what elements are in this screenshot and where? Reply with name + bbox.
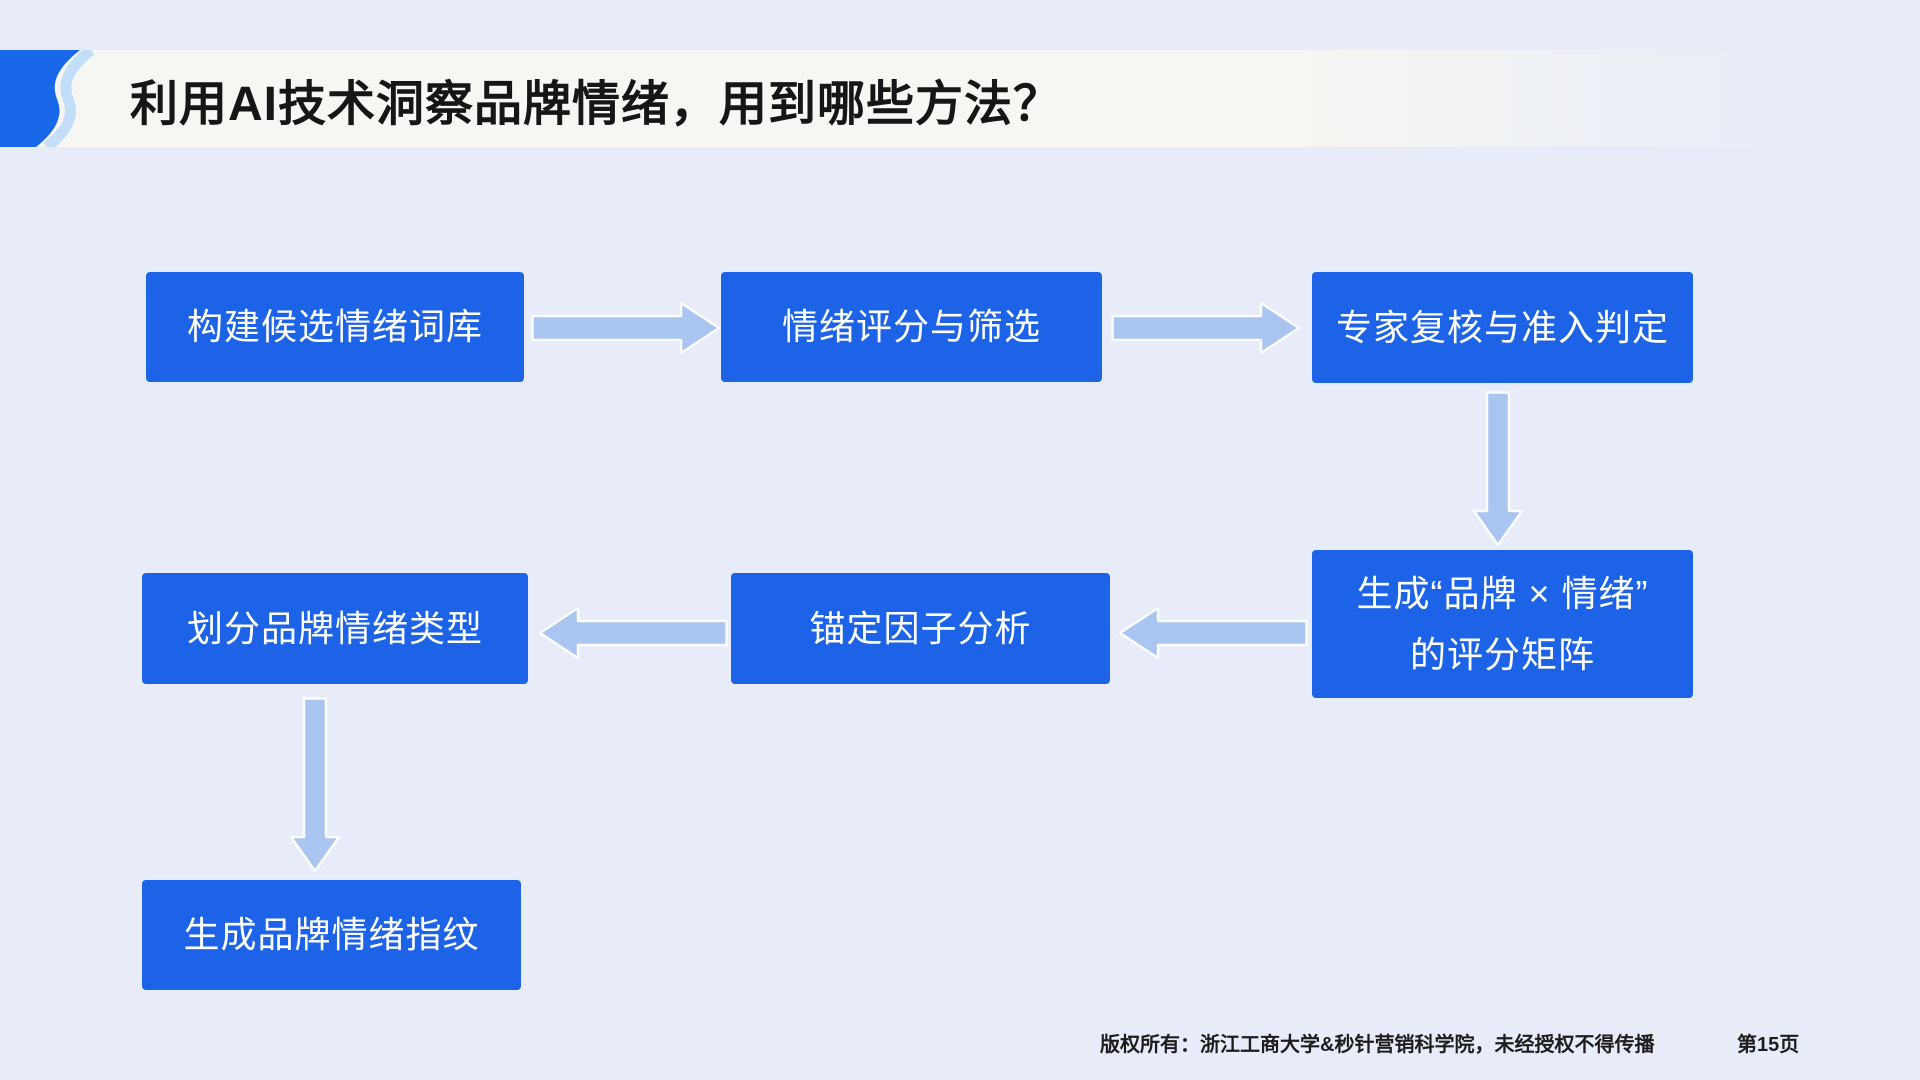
arrow-down-icon bbox=[1472, 391, 1524, 547]
flow-node-label: 锚定因子分析 bbox=[809, 607, 1032, 649]
arrow-down-icon bbox=[289, 697, 341, 873]
flow-node-label: 的评分矩阵 bbox=[1409, 634, 1595, 675]
flow-node-brand-emotion-fingerprint: 生成品牌情绪指纹 bbox=[142, 880, 521, 990]
flow-node-label: 生成“品牌 × 情绪” bbox=[1356, 572, 1649, 614]
copyright-text: 版权所有：浙江工商大学&秒针营销科学院，未经授权不得传播 bbox=[1100, 1034, 1655, 1056]
arrow-left-icon bbox=[538, 606, 728, 660]
arrow-right-icon bbox=[1111, 301, 1301, 355]
flow-node-label: 情绪评分与筛选 bbox=[781, 306, 1041, 348]
flow-node-label: 划分品牌情绪类型 bbox=[186, 607, 483, 649]
flow-node-anchor-factor-analysis: 锚定因子分析 bbox=[731, 573, 1110, 684]
page-number: 第15页 bbox=[1737, 1034, 1800, 1056]
flow-node-label: 构建候选情绪词库 bbox=[186, 306, 483, 348]
corner-accent-icon bbox=[0, 50, 95, 147]
arrow-right-icon bbox=[531, 301, 721, 355]
flow-node-label: 专家复核与准入判定 bbox=[1335, 306, 1669, 348]
page-title: 利用AI技术洞察品牌情绪，用到哪些方法？ bbox=[130, 77, 1063, 131]
flow-node-label: 生成品牌情绪指纹 bbox=[183, 914, 480, 956]
arrow-left-icon bbox=[1118, 606, 1308, 660]
flow-node-emotion-scoring-screening: 情绪评分与筛选 bbox=[721, 272, 1102, 382]
flow-node-brand-emotion-types: 划分品牌情绪类型 bbox=[142, 573, 528, 684]
flow-node-build-emotion-lexicon: 构建候选情绪词库 bbox=[146, 272, 524, 382]
flow-node-score-matrix: 生成“品牌 × 情绪” 的评分矩阵 bbox=[1312, 550, 1693, 698]
flow-node-expert-review-admission: 专家复核与准入判定 bbox=[1312, 272, 1693, 383]
title-band: 利用AI技术洞察品牌情绪，用到哪些方法？ bbox=[0, 50, 1790, 147]
